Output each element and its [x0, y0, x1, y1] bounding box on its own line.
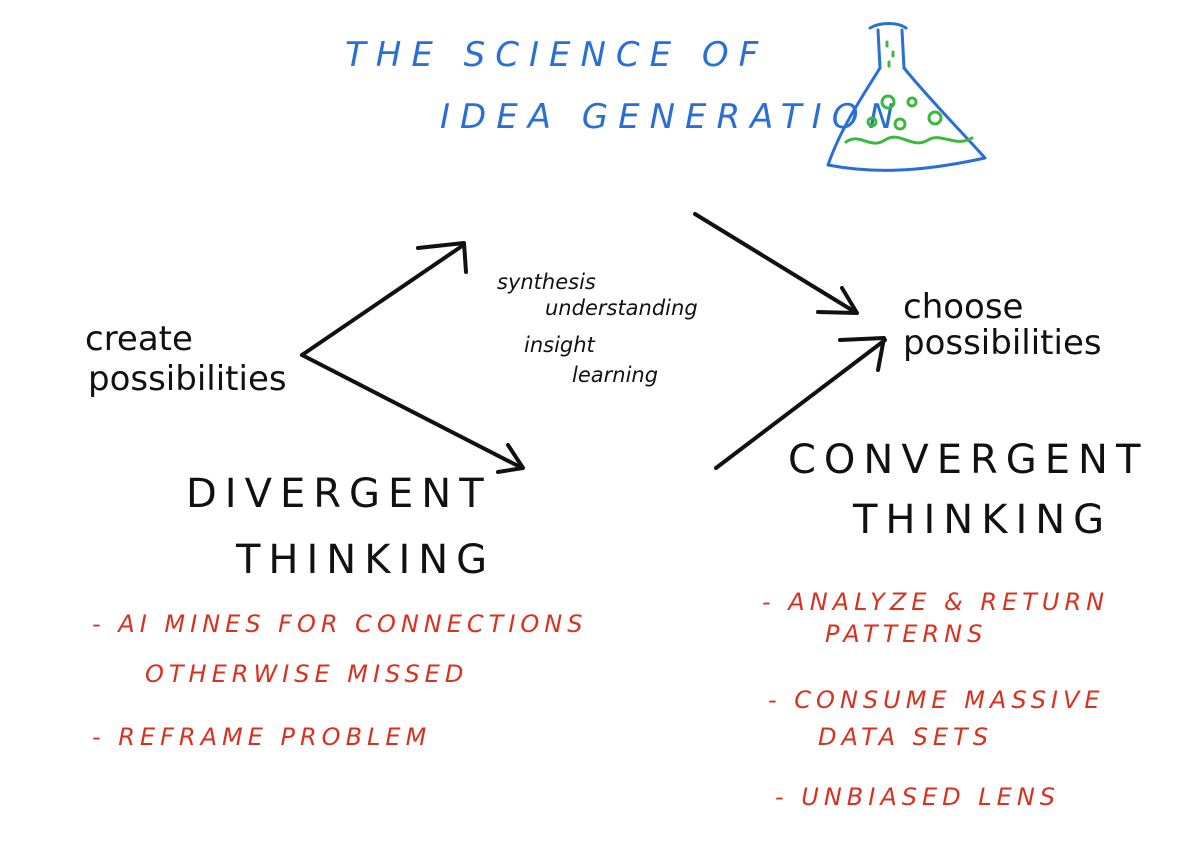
convergent-bullet-2: - CONSUME MASSIVE	[768, 686, 1105, 714]
choose-possibilities-label: possibilities	[903, 323, 1102, 363]
convergent-bullet-1-cont: PATTERNS	[825, 620, 988, 648]
choose-label: choose	[903, 287, 1024, 327]
divergent-heading-line-1: DIVERGENT	[186, 471, 492, 517]
arrow-icon	[300, 353, 524, 470]
divergent-heading-line-2: THINKING	[236, 537, 496, 583]
middle-word-synthesis: synthesis	[497, 270, 596, 294]
title-line-1: THE SCIENCE OF	[345, 35, 769, 75]
divergent-bullet-1-cont: OTHERWISE MISSED	[145, 660, 469, 688]
middle-word-understanding: understanding	[545, 296, 698, 320]
convergent-heading-line-2: THINKING	[853, 497, 1113, 543]
convergent-bullet-3: - UNBIASED LENS	[775, 783, 1060, 811]
arrow-icon	[693, 212, 857, 314]
title-line-2: IDEA GENERATION	[440, 97, 904, 137]
convergent-bullet-1: - ANALYZE & RETURN	[762, 588, 1110, 616]
arrow-icon	[300, 244, 464, 357]
create-possibilities-label: possibilities	[88, 359, 287, 399]
divergent-bullet-2: - REFRAME PROBLEM	[92, 723, 432, 751]
create-label: create	[85, 319, 193, 359]
middle-word-insight: insight	[524, 333, 595, 357]
divergent-bullet-1: - AI MINES FOR CONNECTIONS	[92, 610, 588, 638]
convergent-bullet-2-cont: DATA SETS	[818, 723, 993, 751]
middle-word-learning: learning	[572, 363, 659, 387]
convergent-heading-line-1: CONVERGENT	[788, 437, 1149, 483]
